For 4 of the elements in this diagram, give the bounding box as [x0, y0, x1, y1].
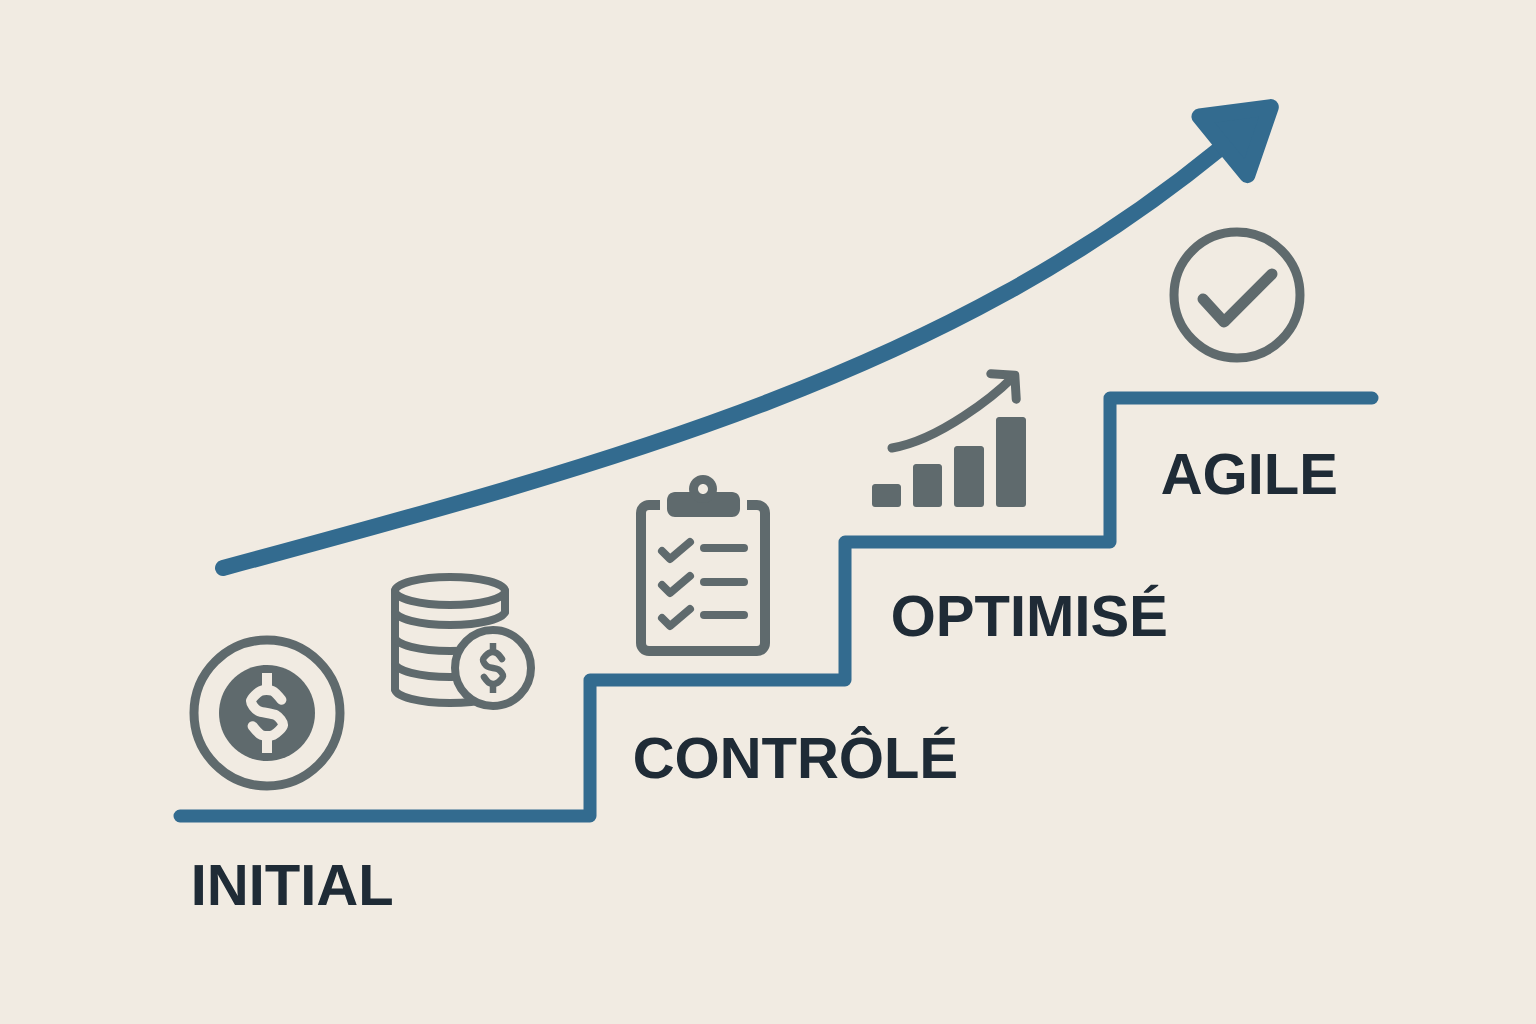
step-label: AGILE [1162, 453, 1336, 495]
step-label: INITIAL [194, 865, 392, 905]
step-label: CONTRÔLÉ [635, 726, 956, 779]
step-label: OPTIMISÉ [893, 584, 1166, 637]
